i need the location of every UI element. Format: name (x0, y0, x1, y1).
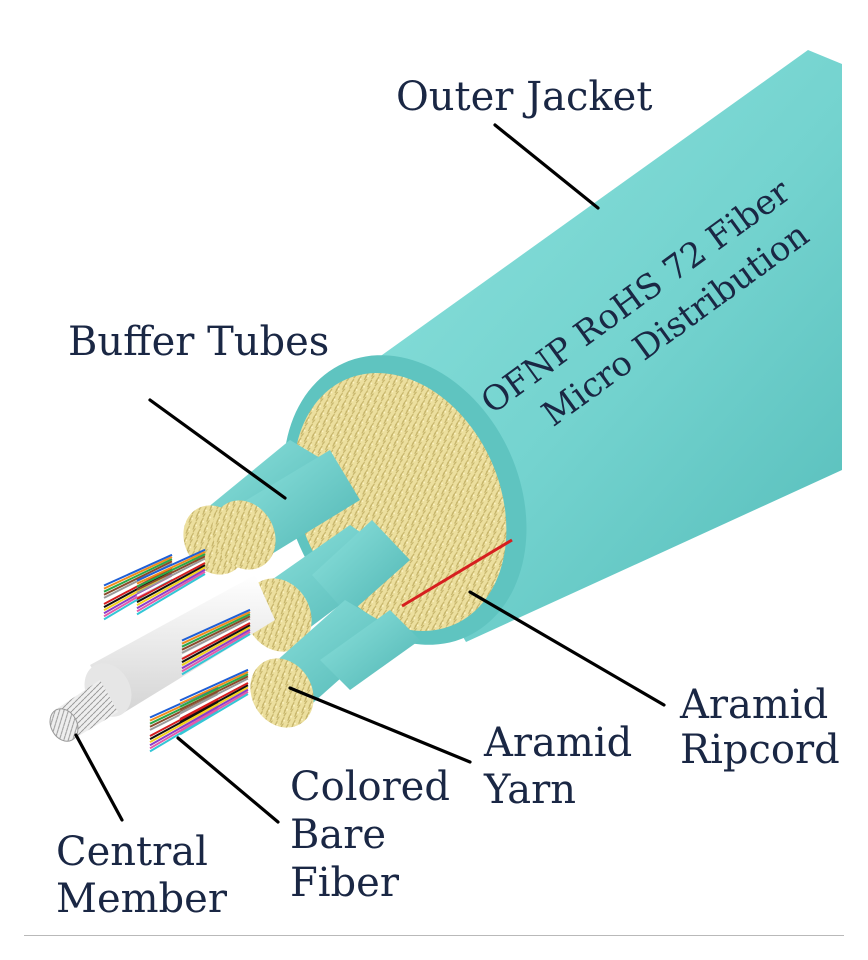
leader-central-member (74, 733, 124, 822)
label-buffer-tubes: Buffer Tubes (68, 319, 329, 365)
fiber-strand (179, 684, 249, 723)
label-colored-fiber-line-2: Bare (290, 812, 386, 858)
label-central-member-line-1: Central (56, 829, 208, 875)
fiber-strand (136, 553, 206, 588)
fiber-strand (103, 556, 173, 590)
label-aramid-yarn-line-1: Aramid (483, 720, 632, 766)
fiber-strand (181, 611, 251, 645)
label-colored-fiber-line-3: Fiber (290, 860, 400, 906)
leader-buffer-tubes (148, 398, 287, 500)
fiber-strand (179, 679, 249, 717)
fiber-strand (136, 566, 206, 607)
label-outer-jacket: Outer Jacket (396, 74, 652, 120)
fiber-strand (181, 630, 251, 673)
fiber-strand (181, 624, 251, 663)
divider (24, 935, 844, 936)
fiber-strand (181, 608, 251, 642)
fiber-strand (179, 682, 249, 720)
fiber-strand (181, 622, 251, 660)
fiber-strand (136, 562, 206, 600)
fiber-strand (136, 559, 206, 597)
label-central-member-line-2: Member (56, 876, 228, 922)
fiber-strand (136, 548, 206, 582)
fiber-strand (179, 675, 249, 711)
label-aramid-ripcord-line-1: Aramid (679, 682, 828, 728)
fiber-strand (179, 686, 249, 727)
fiber-strand (149, 696, 219, 734)
fiber-strand (179, 677, 249, 714)
label-aramid-ripcord-line-2: Ripcord (680, 727, 840, 773)
leader-aramid-yarn (288, 686, 472, 764)
fiber-strand (136, 557, 206, 594)
fiber-strand (179, 688, 249, 730)
fiber-strand (181, 619, 251, 657)
fiber-strand (136, 570, 206, 613)
label-colored-fiber-line-1: Colored (290, 764, 450, 810)
fiber-strand (136, 555, 206, 591)
fiber-strand (179, 690, 249, 733)
fiber-strand (103, 553, 173, 587)
leader-colored-fiber (176, 736, 280, 824)
fiber-strand (179, 671, 249, 705)
fiber-strand (136, 568, 206, 610)
fiber-strand (179, 673, 249, 708)
fiber-strand (181, 626, 251, 667)
colored-fibers (103, 548, 251, 753)
fiber-strand (136, 551, 206, 585)
label-aramid-yarn-line-2: Yarn (483, 767, 576, 813)
ripcord (401, 538, 513, 608)
fiber-strand (103, 558, 173, 593)
fiber-strand (181, 615, 251, 651)
central-member (49, 575, 275, 742)
fiber-strand (103, 560, 173, 596)
leader-outer-jacket (493, 123, 600, 210)
fiber-strand (136, 564, 206, 603)
leader-aramid-ripcord (468, 590, 666, 707)
fiber-strand (179, 668, 249, 702)
fiber-strand (136, 573, 206, 616)
fiber-strand (181, 633, 251, 676)
fiber-strand (181, 628, 251, 670)
fiber-strand (181, 613, 251, 648)
fiber-strand (179, 693, 249, 736)
fiber-strand (181, 617, 251, 654)
